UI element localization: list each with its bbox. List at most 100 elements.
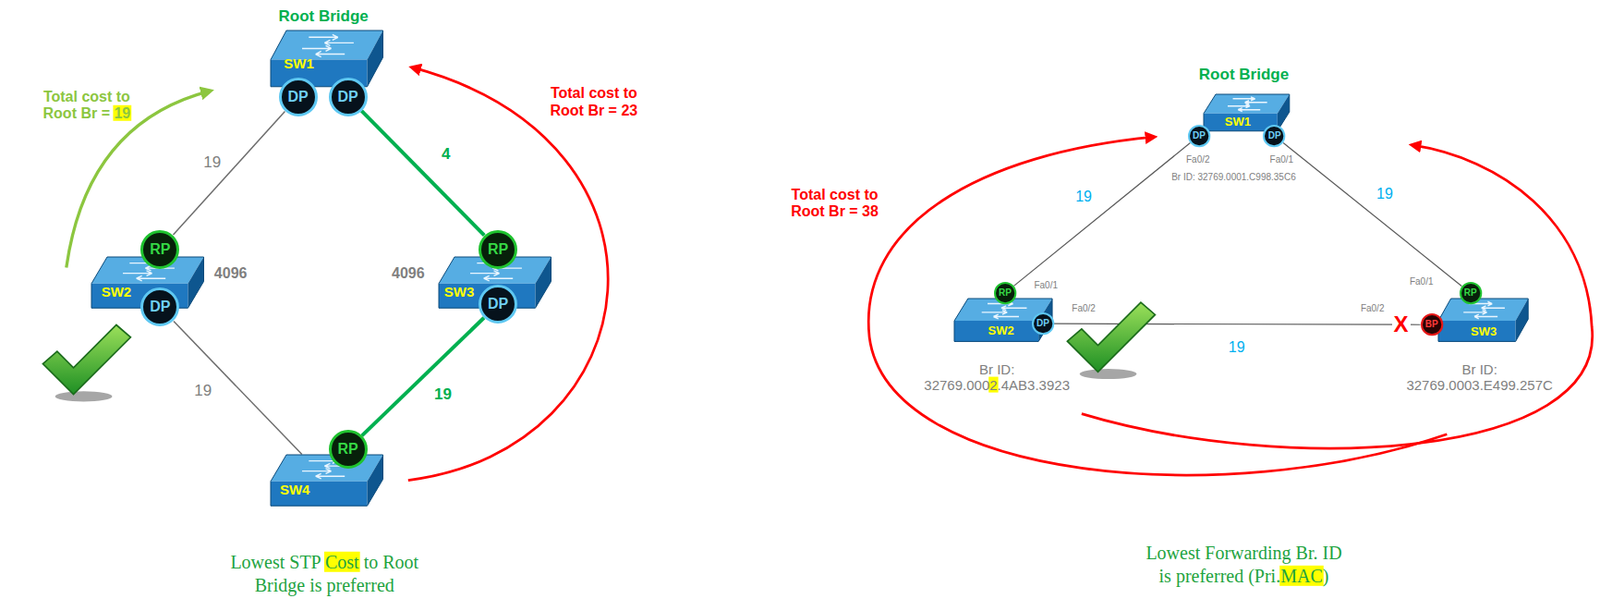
switch-name: SW3 (1470, 324, 1497, 337)
path-arrow (1081, 145, 1593, 449)
path-cost-note: Total cost to Root Br = 23 (534, 84, 653, 120)
link-cost: 19 (203, 153, 221, 170)
switch-arrow (122, 270, 153, 277)
port-role: DP (1268, 131, 1282, 141)
check-mark (1066, 302, 1155, 379)
switch-arrow (308, 34, 339, 40)
port-circle (480, 286, 517, 323)
switch-name: SW4 (279, 482, 311, 497)
port-role-circle: RP (328, 429, 368, 469)
switch-name: SW1 (1224, 115, 1251, 128)
port-role-circle: DP (478, 284, 518, 324)
switch-face (1277, 94, 1290, 132)
port-circle (279, 78, 316, 115)
switch-face (270, 454, 384, 482)
switch-arrow (302, 46, 332, 52)
port-role-circle: RP (140, 230, 180, 269)
bridge-id: Br ID: 32769.0003.E499.257C (1397, 360, 1562, 393)
switch-icon (270, 454, 384, 506)
switch-arrow (324, 39, 354, 46)
link-cost: 19 (1228, 339, 1246, 355)
switch-arrow (1474, 314, 1498, 319)
port-circle (329, 431, 366, 468)
port-role: DP (338, 89, 359, 105)
network-link (1054, 323, 1421, 325)
switch-arrow (315, 472, 345, 479)
bridge-priority: 4096 (391, 265, 425, 282)
link-cost: 4 (441, 145, 450, 161)
switch-arrow (1227, 103, 1250, 108)
switch-face (270, 480, 367, 506)
path-arrow (868, 136, 1447, 475)
switch-outline (1438, 298, 1528, 341)
port-role: RP (149, 242, 170, 257)
switch-face (534, 256, 551, 308)
port-role-circle: DP (278, 77, 318, 117)
switch-arrow (1001, 304, 1028, 310)
switch-face (1438, 320, 1516, 341)
bridge-id: Br ID: 32769.0002.4AB3.3923 (915, 360, 1079, 393)
switch-outline (270, 454, 384, 506)
check-mark (42, 325, 131, 402)
switch-face (270, 30, 384, 61)
port-role: RP (338, 441, 359, 457)
caption: Lowest STP Cost to Root Bridge is prefer… (217, 550, 432, 597)
port-role-circle: RP (478, 230, 518, 269)
switch-node: SW1 (270, 30, 384, 87)
switch-face (366, 454, 383, 506)
switch-arrow (1481, 304, 1505, 310)
port-name: Fa0/1 (1409, 276, 1434, 288)
link-cost: 19 (1376, 186, 1394, 202)
port-role-circle: DP (1262, 124, 1285, 147)
port-role: RP (998, 288, 1012, 298)
port-role: DP (287, 89, 308, 105)
switch-arrow (302, 467, 332, 473)
check-shadow (55, 390, 113, 401)
port-circle (1421, 314, 1443, 335)
port-circle (480, 230, 517, 267)
switch-name: SW2 (101, 283, 133, 298)
port-name: Fa0/2 (1186, 155, 1211, 167)
caption: Lowest Forwarding Br. ID is preferred (P… (1140, 541, 1347, 588)
link-cost: 19 (434, 386, 452, 402)
path-arrow (408, 67, 608, 481)
switch-arrow (484, 276, 514, 282)
port-circle (1460, 282, 1481, 304)
port-role-circle: DP (1031, 312, 1055, 335)
bridge-priority: 4096 (214, 265, 248, 282)
port-role: RP (487, 242, 509, 257)
switch-arrow (1233, 96, 1256, 100)
switch-arrow (315, 51, 345, 58)
switch-arrow (470, 270, 500, 277)
port-name: Fa0/1 (1270, 155, 1295, 167)
root-bridge-label: Root Bridge (278, 7, 369, 26)
port-role-circle: DP (140, 287, 180, 327)
port-role: RP (1464, 288, 1478, 298)
switch-face (366, 30, 383, 87)
root-bridge-label: Root Bridge (1199, 65, 1289, 85)
switch-arrow (1245, 99, 1268, 104)
port-role-circle: BP (1420, 313, 1443, 336)
switch-face (1203, 94, 1290, 114)
port-role: DP (1192, 131, 1206, 141)
port-circle (1032, 313, 1054, 334)
switch-arrow (1238, 107, 1261, 111)
port-name: Fa0/2 (1360, 303, 1385, 315)
link-cost: 19 (193, 381, 212, 398)
network-link (1013, 143, 1190, 287)
port-circle (1188, 125, 1210, 146)
bridge-id: Br ID: 32769.0001.C998.35C6 (1171, 171, 1297, 183)
switch-name: SW3 (444, 283, 475, 298)
port-role-circle: DP (328, 77, 368, 117)
network-link (361, 110, 485, 236)
port-circle (994, 282, 1016, 304)
port-role: DP (1036, 318, 1050, 328)
switch-name: SW2 (987, 323, 1014, 336)
path-cost-note: Total cost to Root Br = 38 (775, 185, 894, 220)
port-role-circle: RP (1459, 281, 1482, 304)
